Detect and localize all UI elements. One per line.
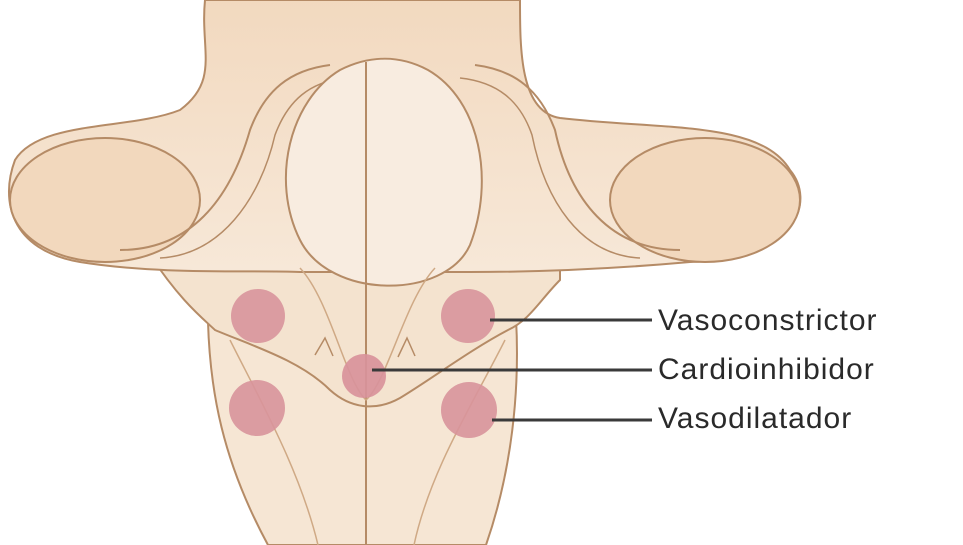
vasoconstrictor-nucleus-right	[441, 289, 495, 343]
vasodilatador-nucleus-right	[441, 382, 497, 438]
left-lobe	[10, 138, 200, 262]
vasodilatador-nucleus-left	[229, 380, 285, 436]
cardioinhibidor-nucleus	[342, 354, 386, 398]
vasoconstrictor-nucleus-left	[231, 289, 285, 343]
vasoconstrictor-label: Vasoconstrictor	[658, 306, 878, 336]
cardioinhibidor-label: Cardioinhibidor	[658, 355, 875, 385]
fourth-ventricle	[286, 59, 482, 286]
vasodilatador-label: Vasodilatador	[658, 404, 852, 434]
